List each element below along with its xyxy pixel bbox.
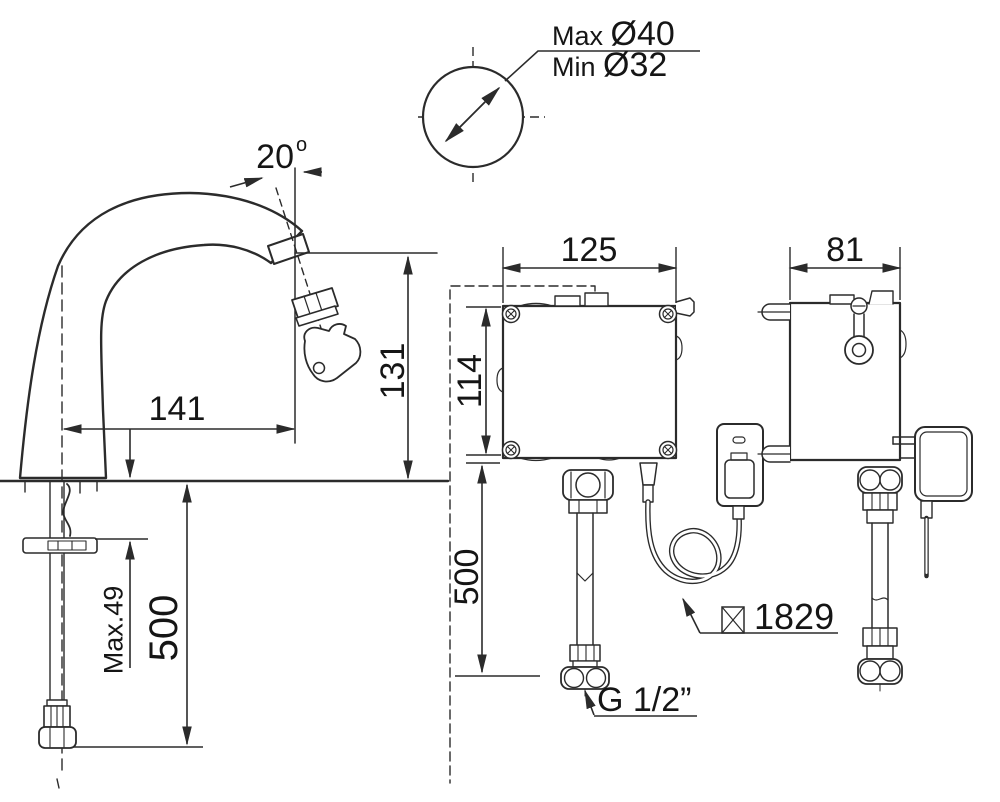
supply-hose-front xyxy=(560,512,610,697)
thread-value: G 1/2” xyxy=(597,681,691,719)
spout-angle-unit: o xyxy=(296,134,307,156)
model-callout xyxy=(682,597,838,634)
spout-axis-dashed xyxy=(275,187,338,379)
control-box-side-view xyxy=(757,290,973,692)
mounting-lugs xyxy=(757,303,791,463)
box-depth-value: 81 xyxy=(826,231,864,269)
dimension-box-depth xyxy=(788,247,902,300)
aerator-key xyxy=(303,323,362,383)
box-height-value: 114 xyxy=(451,354,489,408)
aerator-insert xyxy=(291,287,339,327)
dimension-spout-angle xyxy=(229,167,322,188)
control-box-front-view xyxy=(449,285,764,784)
nozzle-diameter-labels: Max Ø40 Min Ø32 xyxy=(552,15,675,84)
spout-angle-value: 20 xyxy=(256,138,294,176)
nozzle-max-label: Max Ø40 xyxy=(552,15,675,53)
spout-reach-value: 141 xyxy=(149,390,206,428)
power-adapter xyxy=(892,426,973,579)
dimension-hose-length xyxy=(455,462,540,677)
hanger-bracket xyxy=(844,297,874,365)
solenoid-valve xyxy=(562,469,614,514)
dimension-supply-length-left xyxy=(73,483,203,748)
supply-hose-side xyxy=(857,466,903,692)
sensor-unit xyxy=(716,423,764,520)
sensor-cable xyxy=(639,462,742,585)
dimension-box-width xyxy=(501,247,678,303)
corner-screws xyxy=(501,304,678,460)
dimension-box-height xyxy=(466,306,501,456)
nozzle-min-label: Min Ø32 xyxy=(552,46,667,84)
thread-callout xyxy=(584,689,697,717)
model-value: 1829 xyxy=(754,596,834,637)
spout-height-value: 131 xyxy=(374,343,412,400)
faucet-shank-assembly xyxy=(22,480,98,749)
nozzle-detail-view xyxy=(418,47,700,187)
mounting-bracket xyxy=(22,537,98,554)
box-width-value: 125 xyxy=(561,231,618,269)
faucet-body xyxy=(18,191,304,480)
crossed-box-icon xyxy=(721,606,745,634)
supply-length-left-value: 500 xyxy=(142,595,186,662)
box-hook xyxy=(675,297,695,317)
control-box xyxy=(501,304,678,460)
supply-pipe-end xyxy=(38,699,77,749)
hose-length-value: 500 xyxy=(448,549,486,606)
control-box-side xyxy=(788,301,902,462)
deck-thickness-value: Max.49 xyxy=(98,586,128,675)
faucet-side-view xyxy=(0,167,450,789)
dimension-deck-thickness xyxy=(95,429,148,668)
